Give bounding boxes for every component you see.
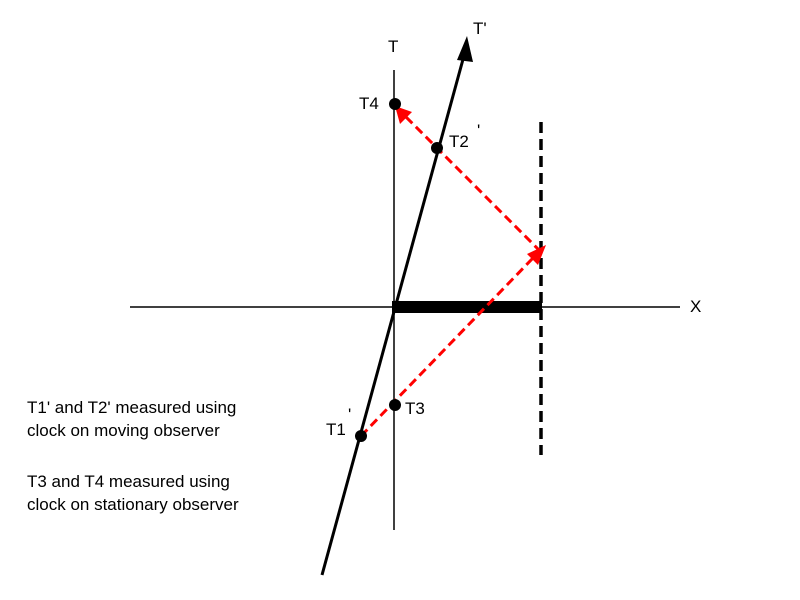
event-t1-prime [355, 430, 367, 442]
t4-label: T4 [359, 94, 379, 113]
caption-stationary-line-2: clock on stationary observer [27, 495, 239, 514]
light-ray-outgoing-arrowhead [527, 245, 546, 265]
t1-prime-label: T1 [326, 420, 346, 439]
event-t4 [389, 98, 401, 110]
event-t3 [389, 399, 401, 411]
caption-moving-line-1: T1' and T2' measured using [27, 398, 237, 417]
t-axis-label: T [388, 37, 398, 56]
t3-label: T3 [405, 399, 425, 418]
t1-prime-mark: ' [348, 405, 351, 424]
light-ray-return [402, 113, 543, 254]
t-prime-arrowhead [457, 36, 473, 62]
event-t2-prime [431, 142, 443, 154]
light-ray-return-arrowhead [395, 106, 412, 124]
t2-prime-mark: ' [477, 121, 480, 140]
t-prime-axis-label: T' [473, 19, 487, 38]
caption-moving-observer: T1' and T2' measured using clock on movi… [27, 396, 236, 442]
rod [392, 301, 542, 313]
t-prime-axis [320, 51, 467, 576]
caption-stationary-observer: T3 and T4 measured using clock on statio… [27, 470, 239, 516]
light-ray-outgoing [359, 256, 535, 438]
caption-stationary-line-1: T3 and T4 measured using [27, 472, 230, 491]
t2-prime-label: T2 [449, 132, 469, 151]
x-axis-label: X [690, 297, 701, 316]
caption-moving-line-2: clock on moving observer [27, 421, 220, 440]
